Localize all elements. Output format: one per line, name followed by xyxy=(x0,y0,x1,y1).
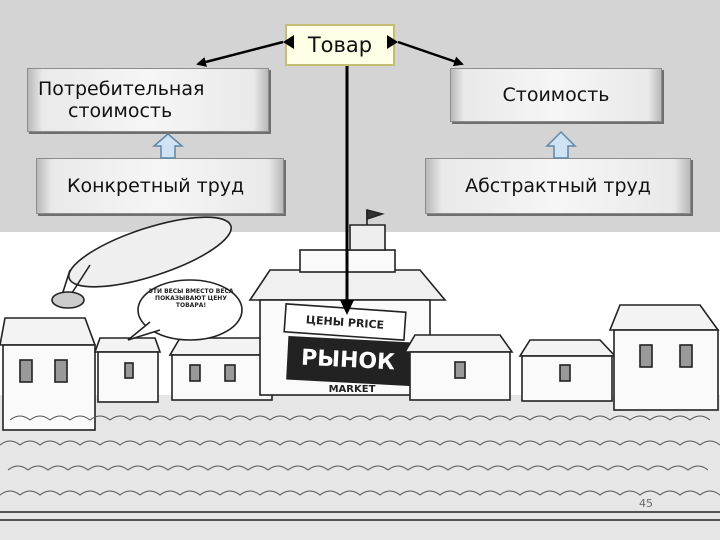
up-arrow-left xyxy=(151,133,185,159)
arrow-tovar-to-value xyxy=(397,40,464,67)
tovar-label: Товар xyxy=(307,33,373,57)
concrete-labor-box: Конкретный труд xyxy=(36,158,284,214)
abstract-labor-label: Абстрактный труд xyxy=(465,175,651,197)
tovar-box: Товар xyxy=(285,24,395,66)
arrowhead-right-at-tovar xyxy=(387,35,398,49)
speech-bubble: ЭТИ ВЕСЫ ВМЕСТО ВЕСА ПОКАЗЫВАЮТ ЦЕНУ ТОВ… xyxy=(148,288,234,309)
value-box: Стоимость xyxy=(450,68,662,122)
page-number: 45 xyxy=(639,497,653,510)
value-label: Стоимость xyxy=(502,84,610,106)
abstract-labor-box: Абстрактный труд xyxy=(425,158,691,214)
use-value-label-line-2: стоимость xyxy=(68,100,173,122)
use-value-label-line-1: Потребительная xyxy=(38,78,205,100)
sign-prices-text: ЦЕНЫ PRICE xyxy=(305,313,384,331)
sign-market-sub-text: MARKET xyxy=(329,384,376,395)
sign-market-text: РЫНОК xyxy=(300,346,395,376)
use-value-label: Потребительная стоимость xyxy=(38,78,204,122)
arrowhead-left-at-tovar xyxy=(283,35,294,49)
speech-bubble-text: ЭТИ ВЕСЫ ВМЕСТО ВЕСА ПОКАЗЫВАЮТ ЦЕНУ ТОВ… xyxy=(148,288,234,309)
concrete-labor-label: Конкретный труд xyxy=(67,175,245,197)
arrow-tovar-to-use-value xyxy=(196,40,284,67)
use-value-box: Потребительная стоимость xyxy=(27,68,269,132)
up-arrow-right xyxy=(545,130,577,159)
arrowhead-market xyxy=(340,300,354,315)
